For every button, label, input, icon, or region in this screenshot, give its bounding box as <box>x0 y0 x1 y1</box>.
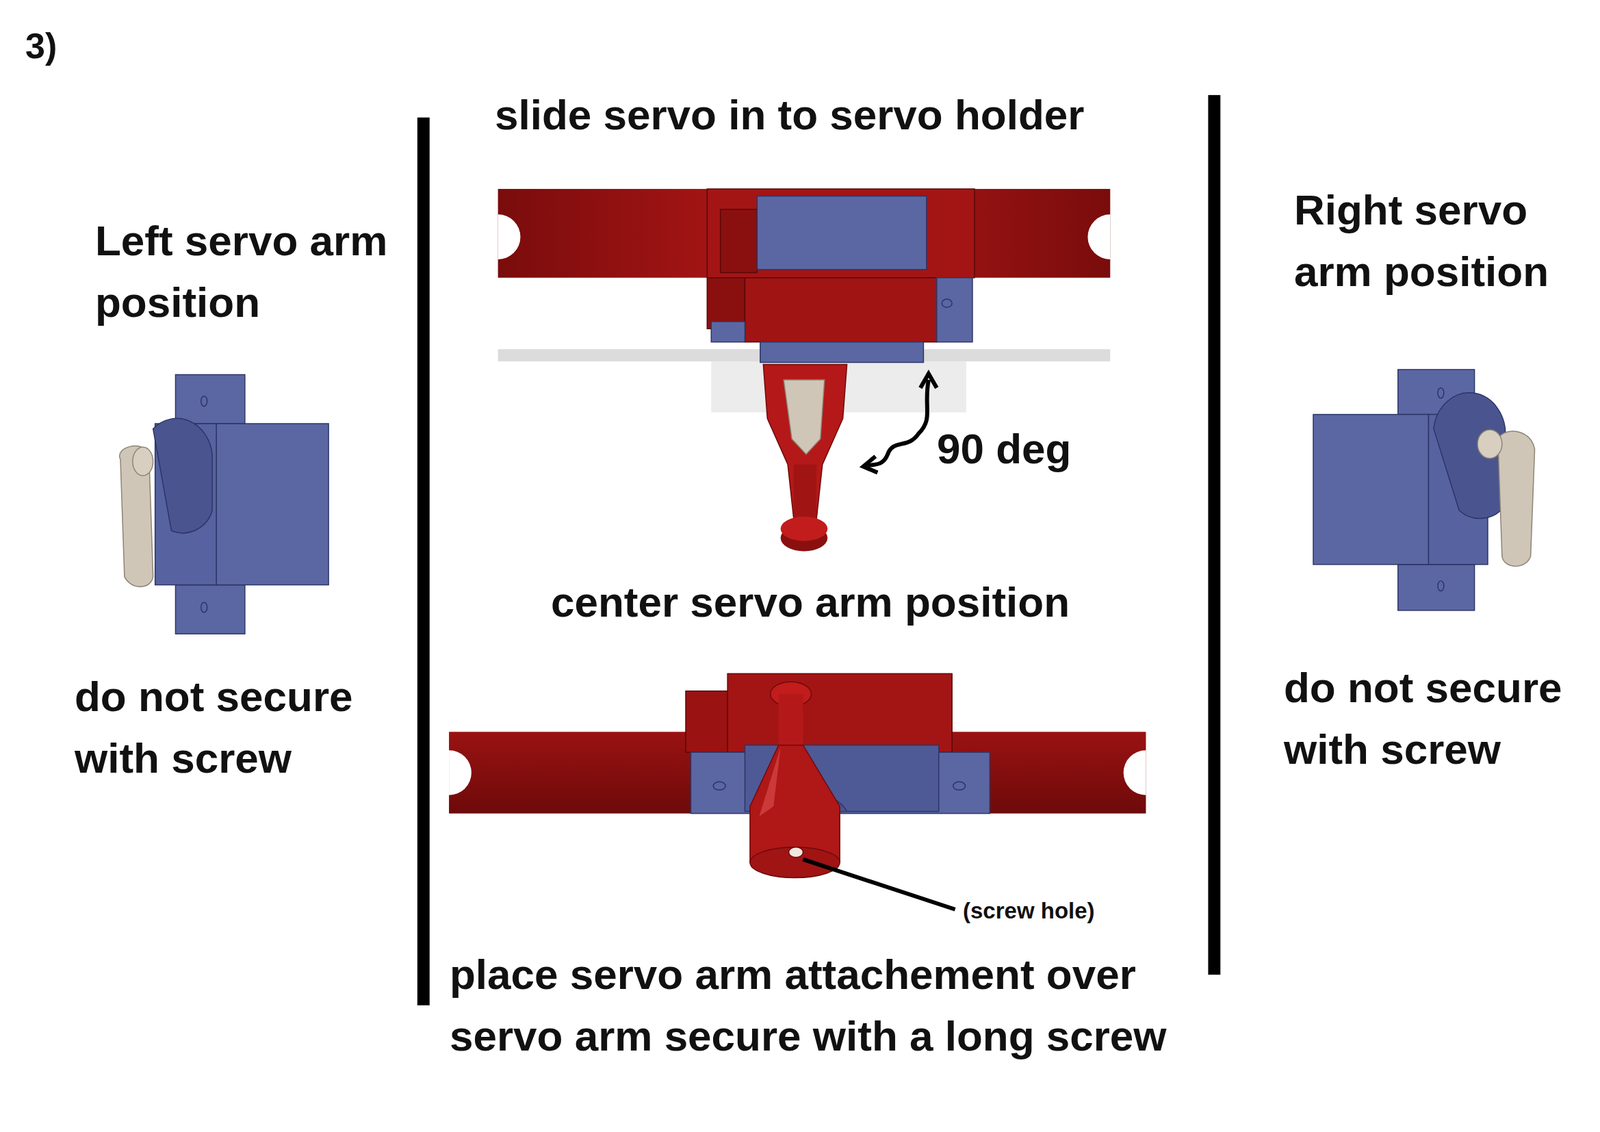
step-heading: slide servo in to servo holder <box>494 84 1085 146</box>
warning-note: do not secure with screw <box>1283 656 1592 781</box>
left-servo <box>119 374 329 634</box>
servo-holder-bottom <box>448 673 1146 909</box>
step-number: 3) <box>25 20 57 72</box>
divider-bar <box>1207 95 1221 975</box>
angle-label: 90 deg <box>936 418 1072 480</box>
callout-label: (screw hole) <box>962 894 1095 928</box>
divider-bar <box>417 117 430 1006</box>
instruction-note: place servo arm attachement over servo a… <box>449 943 1203 1067</box>
warning-note: do not secure with screw <box>74 665 390 790</box>
position-label: center servo arm position <box>550 571 1070 634</box>
right-servo <box>1313 369 1535 611</box>
servo-holder-top <box>498 188 1111 551</box>
position-label: Left servo arm position <box>95 210 410 334</box>
position-label: Right servo arm position <box>1294 179 1589 303</box>
